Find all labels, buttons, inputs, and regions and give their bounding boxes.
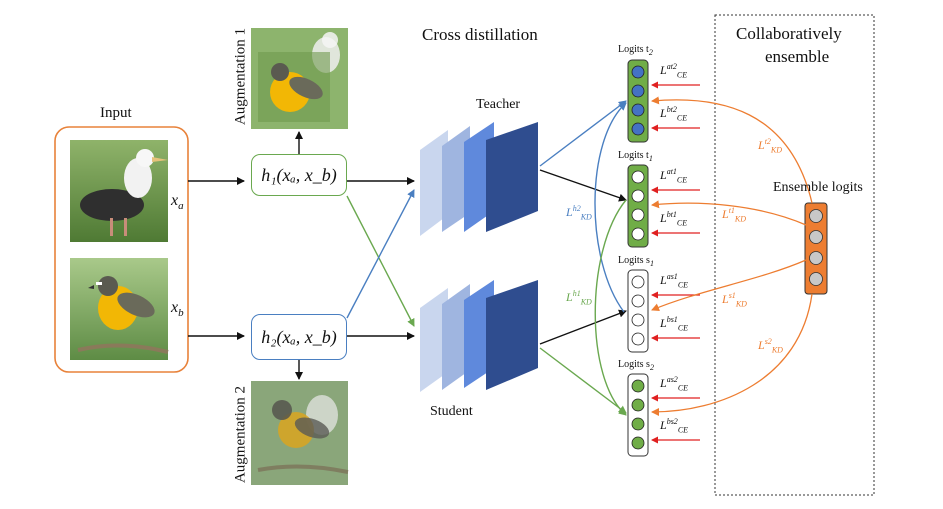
- xa-label: xa: [171, 192, 184, 213]
- augmentation-1-label: Augmentation 1: [232, 27, 249, 126]
- ensemble-logits-label: Ensemble logits: [773, 180, 863, 195]
- arrow-student-to-s2: [539, 347, 627, 414]
- kd-curve-t2: [651, 96, 813, 204]
- kd-loss-h1: Lh1KD: [566, 289, 592, 307]
- h1-function-box: h₁(xₐ, x_b): [251, 154, 347, 196]
- teacher-network: [420, 122, 538, 236]
- logits-t1-column: [627, 164, 649, 248]
- logits-s2-column: [627, 373, 649, 457]
- logits-t2-column: [627, 59, 649, 143]
- logits-t1-label: Logits t1: [618, 150, 653, 163]
- kd-loss-h2: Lh2KD: [566, 204, 592, 222]
- ce-arrows: [651, 81, 700, 444]
- ensemble-logits-column: [804, 202, 828, 295]
- input-box: [54, 126, 189, 373]
- ce-loss-bs2: Lbs2CE: [660, 417, 689, 435]
- input-image-a: [70, 140, 168, 242]
- kd-loss-t2: Lt2KD: [758, 137, 783, 155]
- ce-loss-bs1: Lbs1CE: [660, 315, 689, 333]
- arrow-student-to-s1: [539, 309, 627, 345]
- kd-curve-s1: [651, 259, 807, 312]
- kd-loss-t1: Lt1KD: [722, 206, 747, 224]
- arrow-teacher-to-t1: [539, 169, 627, 202]
- h2-function-box: h₂(xₐ, x_b): [251, 314, 347, 360]
- augmentation-2-image: [251, 381, 349, 485]
- augmentation-1-image: [251, 28, 348, 129]
- ce-loss-as2: Las2CE: [660, 375, 689, 393]
- student-label: Student: [430, 404, 473, 419]
- ce-loss-at2: Lat2CE: [660, 62, 688, 80]
- ce-loss-bt2: Lbt2CE: [660, 105, 688, 123]
- kd-curve-h1: [594, 199, 627, 416]
- ce-loss-bt1: Lbt1CE: [660, 210, 688, 228]
- augmentation-2-label: Augmentation 2: [232, 385, 249, 484]
- teacher-label: Teacher: [476, 97, 521, 112]
- logits-s1-label: Logits s1: [618, 255, 654, 268]
- arrow-teacher-to-t2: [539, 100, 627, 167]
- ensemble-box: [714, 14, 875, 496]
- ensemble-title-line1: Collaboratively: [736, 24, 842, 43]
- ensemble-title-line2: ensemble: [765, 47, 830, 66]
- kd-loss-s2: Ls2KD: [758, 337, 783, 355]
- logits-t2-label: Logits t2: [618, 44, 653, 57]
- cross-distillation-title: Cross distillation: [422, 25, 538, 44]
- arrow-h2-to-teacher: [346, 189, 415, 319]
- ce-loss-at1: Lat1CE: [660, 167, 688, 185]
- input-image-b: [70, 258, 169, 360]
- logits-s1-column: [627, 269, 649, 353]
- kd-loss-s1: Ls1KD: [722, 291, 747, 309]
- kd-curve-h2: [594, 102, 627, 313]
- student-network: [420, 280, 538, 392]
- ce-loss-as1: Las1CE: [660, 272, 689, 290]
- input-title: Input: [100, 105, 132, 121]
- xb-label: xb: [171, 299, 184, 320]
- kd-curve-s2: [651, 293, 813, 416]
- logits-s2-label: Logits s2: [618, 359, 654, 372]
- arrow-h1-to-student: [346, 195, 415, 327]
- kd-curve-t1: [651, 200, 807, 226]
